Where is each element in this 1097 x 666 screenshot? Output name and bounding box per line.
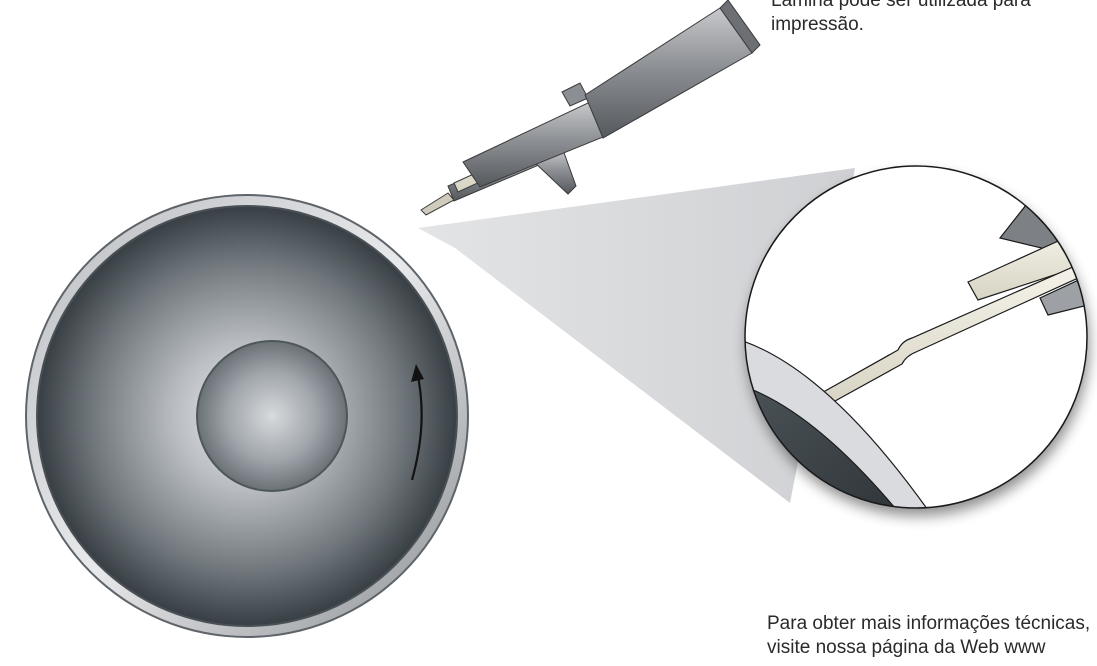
caption-bottom-line2: visite nossa página da Web www xyxy=(767,637,1046,658)
cutting-tool xyxy=(420,0,761,216)
caption-top: Lâmina pode ser utilizada para impressão… xyxy=(771,0,1097,37)
caption-bottom: Para obter mais informações técnicas, vi… xyxy=(767,612,1097,660)
wafer-hub xyxy=(196,340,348,492)
magnifier-ring xyxy=(744,165,1088,509)
magnifier-cone xyxy=(418,168,855,503)
curved-arrow-up-icon xyxy=(410,364,424,481)
caption-top-line1: Lâmina pode ser utilizada para xyxy=(771,0,1031,11)
caption-top-line2: impressão. xyxy=(771,14,864,35)
caption-bottom-line1: Para obter mais informações técnicas, xyxy=(767,613,1091,634)
